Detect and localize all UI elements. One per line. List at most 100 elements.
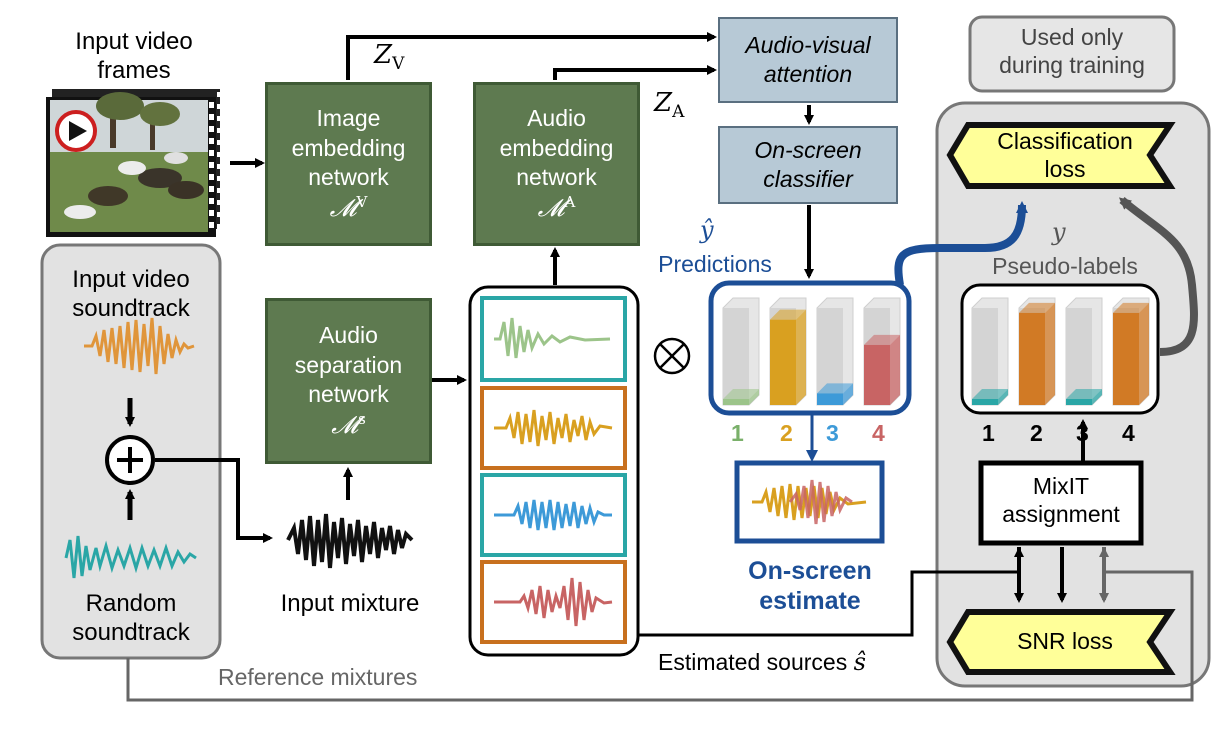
input-mixture-text: Input mixture: [280, 590, 420, 617]
yhat-label-text: ŷ: [700, 216, 714, 244]
pred-number-1: 1: [731, 420, 744, 446]
random-soundtrack-label: Random soundtrack: [42, 590, 220, 648]
audio-net-line3: network: [516, 164, 597, 191]
snr-loss-text: SNR loss: [1017, 628, 1113, 654]
mixit-box: [978, 460, 1144, 546]
classifier-line2: classifier: [763, 166, 853, 192]
arrow-pseudo-to-class-loss: [1118, 196, 1198, 356]
audio-separation-network: Audio separation network 𝓜s: [265, 298, 432, 464]
soundtrack-waveform: [84, 317, 195, 375]
estimated-sources-text: Estimated sources: [658, 649, 848, 675]
mixit-line1: MixIT: [1032, 473, 1090, 499]
sep-net-symbol-main: 𝓜: [331, 410, 359, 439]
reference-mixtures-label: Reference mixtures: [218, 664, 417, 692]
arrow-predictions-to-class-loss: [894, 201, 1028, 286]
pseudo-number-4: 4: [1122, 420, 1135, 446]
classification-loss-label: Classification loss: [960, 128, 1170, 183]
predictions-label: Predictions: [640, 251, 790, 279]
pseudo-number-2: 2: [1030, 420, 1043, 446]
attention-line1: Audio-visual: [745, 32, 871, 59]
audio-net-symbol-main: 𝓜: [537, 193, 565, 222]
pseudo-number-1: 1: [982, 420, 995, 446]
prediction-bar-3: [816, 297, 854, 406]
yhat-label: ŷ: [700, 216, 714, 245]
sep-net-symbol-sup: s: [358, 409, 366, 428]
y-label-text: y: [1052, 218, 1066, 246]
classification-loss-box: [946, 122, 1176, 189]
plus-icon: [105, 435, 155, 485]
audio-embedding-network: Audio embedding network 𝓜A: [473, 82, 640, 246]
training-only-box: [968, 15, 1176, 93]
zv-label: ZV: [374, 40, 404, 74]
pred-number-2: 2: [780, 420, 793, 446]
onscreen-estimate-wave-yellow: [752, 483, 867, 521]
pseudo-label-bar-2: [1018, 297, 1056, 406]
prediction-bars: [722, 297, 901, 406]
predictions-box: [708, 280, 912, 416]
pseudo-label-bars: [971, 297, 1150, 406]
mixture-waveform: [286, 513, 414, 569]
za-label-sub: A: [672, 102, 685, 122]
line-reference-mixtures: [126, 570, 1194, 702]
onscreen-estimate-wave-red: [788, 479, 853, 525]
audio-net-symbol: 𝓜A: [538, 193, 576, 224]
class-loss-line1: Classification: [997, 128, 1133, 154]
training-only-label: Used only during training: [970, 24, 1174, 79]
random-line1: Random: [85, 590, 177, 617]
source-4-wave: [494, 577, 613, 627]
pseudo-number-3: 3: [1076, 420, 1089, 446]
audio-net-line2: embedding: [499, 134, 614, 161]
training-only-line2: during training: [999, 51, 1145, 78]
sep-net-line2: separation: [294, 351, 403, 378]
source-2-wave: [494, 409, 613, 447]
za-label-main: Z: [654, 88, 673, 118]
input-video-title-line: Input video frames: [75, 28, 193, 84]
random-line2: soundtrack: [72, 618, 190, 646]
line-estimated-sources: [638, 570, 1019, 637]
image-net-symbol: 𝓜V: [330, 193, 368, 224]
prediction-bar-2: [769, 297, 807, 406]
play-icon: [55, 110, 97, 152]
snr-loss-label: SNR loss: [960, 628, 1170, 656]
prediction-bar-1: [722, 297, 760, 406]
image-net-symbol-main: 𝓜: [329, 193, 357, 222]
pseudo-labels-label: Pseudo-labels: [960, 253, 1170, 281]
image-net-line2: embedding: [291, 134, 406, 161]
audio-net-symbol-sup: A: [564, 192, 576, 211]
soundtrack-label: Input video soundtrack: [42, 266, 220, 324]
audio-net-line1: Audio: [527, 105, 586, 132]
attention-line2: attention: [763, 61, 853, 87]
mixit-line2: assignment: [1002, 500, 1120, 527]
random-waveform: [64, 535, 197, 579]
predictions-text: Predictions: [658, 251, 772, 277]
image-net-symbol-sup: V: [356, 192, 368, 211]
pseudo-labels-text: Pseudo-labels: [992, 253, 1138, 279]
multiply-icon: [653, 337, 691, 375]
s-hat-symbol: ŝ: [853, 648, 866, 676]
sep-net-line3: network: [308, 381, 389, 408]
classifier-line1: On-screen: [754, 137, 862, 164]
pred-number-3: 3: [826, 420, 839, 446]
prediction-bar-4: [863, 297, 901, 406]
audio-visual-attention-box: Audio-visual attention: [718, 17, 898, 103]
zv-label-sub: V: [392, 54, 405, 74]
onscreen-estimate-line1: On-screen: [748, 557, 872, 585]
input-video-title: Input video frames: [48, 28, 220, 86]
za-label: ZA: [654, 88, 684, 122]
image-net-line3: network: [308, 164, 389, 191]
mixit-label: MixIT assignment: [981, 473, 1141, 528]
soundtrack-line1: Input video: [72, 266, 190, 293]
image-embedding-network: Image embedding network 𝓜V: [265, 82, 432, 246]
training-only-line1: Used only: [1020, 24, 1124, 50]
sep-net-line1: Audio: [319, 322, 378, 349]
video-frames-image: [46, 89, 221, 237]
arrow-zv: [346, 32, 717, 80]
pseudo-labels-box: [960, 283, 1160, 415]
source-3-wave: [494, 499, 612, 531]
class-loss-line2: loss: [1044, 155, 1086, 182]
onscreen-estimate-label: On-screen estimate: [712, 556, 908, 616]
soundtrack-line2: soundtrack: [72, 294, 190, 322]
arrow-za: [553, 65, 717, 80]
